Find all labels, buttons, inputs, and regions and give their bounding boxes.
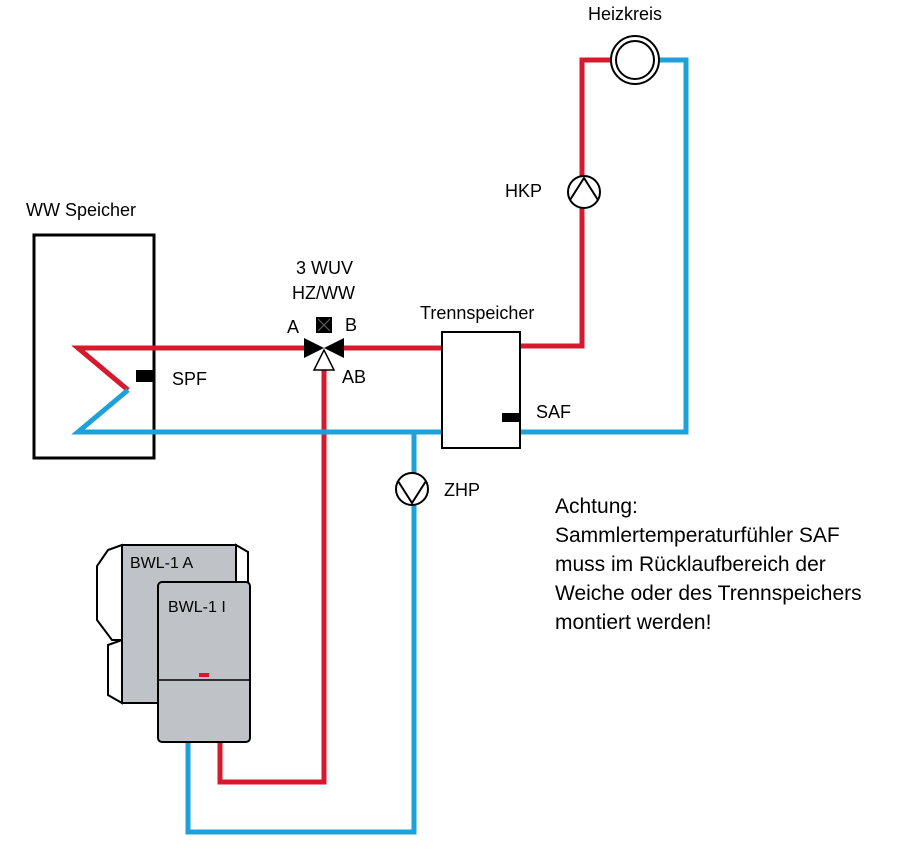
supply-pipe-heatpump bbox=[217, 370, 327, 785]
valve-port-a-label: A bbox=[287, 317, 299, 337]
zhp-label: ZHP bbox=[444, 480, 480, 500]
heat-pump-outer-label: BWL-1 A bbox=[130, 555, 193, 572]
valve-title-line2: HZ/WW bbox=[292, 283, 355, 303]
valve-port-a bbox=[304, 338, 324, 358]
note-line-2: Sammlertemperaturfühler SAF bbox=[555, 524, 840, 547]
sensor-spf-label: SPF bbox=[172, 369, 207, 389]
return-pipe-heatpump bbox=[185, 432, 417, 835]
valve-port-b-label: B bbox=[345, 315, 357, 335]
valve-port-ab bbox=[312, 348, 336, 371]
hkp-pump-icon bbox=[567, 175, 601, 209]
sensor-spf bbox=[136, 370, 154, 382]
heat-pump-inner-label: BWL-1 I bbox=[168, 599, 226, 616]
valve-title-line1: 3 WUV bbox=[296, 258, 353, 278]
trennspeicher-label: Trennspeicher bbox=[420, 303, 534, 323]
note-line-5: montiert werden! bbox=[555, 611, 711, 634]
return-pipe-heating bbox=[520, 57, 689, 435]
three-way-valve bbox=[304, 317, 344, 371]
sensor-saf bbox=[502, 413, 520, 422]
heizkreis-label: Heizkreis bbox=[588, 4, 662, 24]
heat-pump-status-led bbox=[199, 673, 209, 677]
sensor-saf-label: SAF bbox=[536, 402, 571, 422]
heizkreis-radiator-icon bbox=[610, 35, 660, 85]
note-line-1: Achtung: bbox=[555, 495, 638, 518]
ww-speicher-label: WW Speicher bbox=[26, 200, 136, 220]
supply-pipe-coil bbox=[71, 345, 310, 392]
warning-note: Achtung: Sammlertemperaturfühler SAF mus… bbox=[555, 495, 862, 634]
valve-port-b bbox=[324, 338, 344, 358]
return-pipes bbox=[71, 57, 689, 835]
return-pipe-coil bbox=[71, 388, 442, 435]
heat-pump-unit-inner: BWL-1 I bbox=[157, 581, 251, 743]
note-line-4: Weiche oder des Trennspeichers bbox=[555, 582, 862, 605]
trennspeicher-tank bbox=[441, 331, 521, 449]
zhp-pump-icon bbox=[395, 472, 429, 506]
valve-port-ab-label: AB bbox=[342, 367, 366, 387]
hkp-label: HKP bbox=[505, 181, 542, 201]
note-line-3: muss im Rücklaufbereich der bbox=[555, 553, 826, 576]
